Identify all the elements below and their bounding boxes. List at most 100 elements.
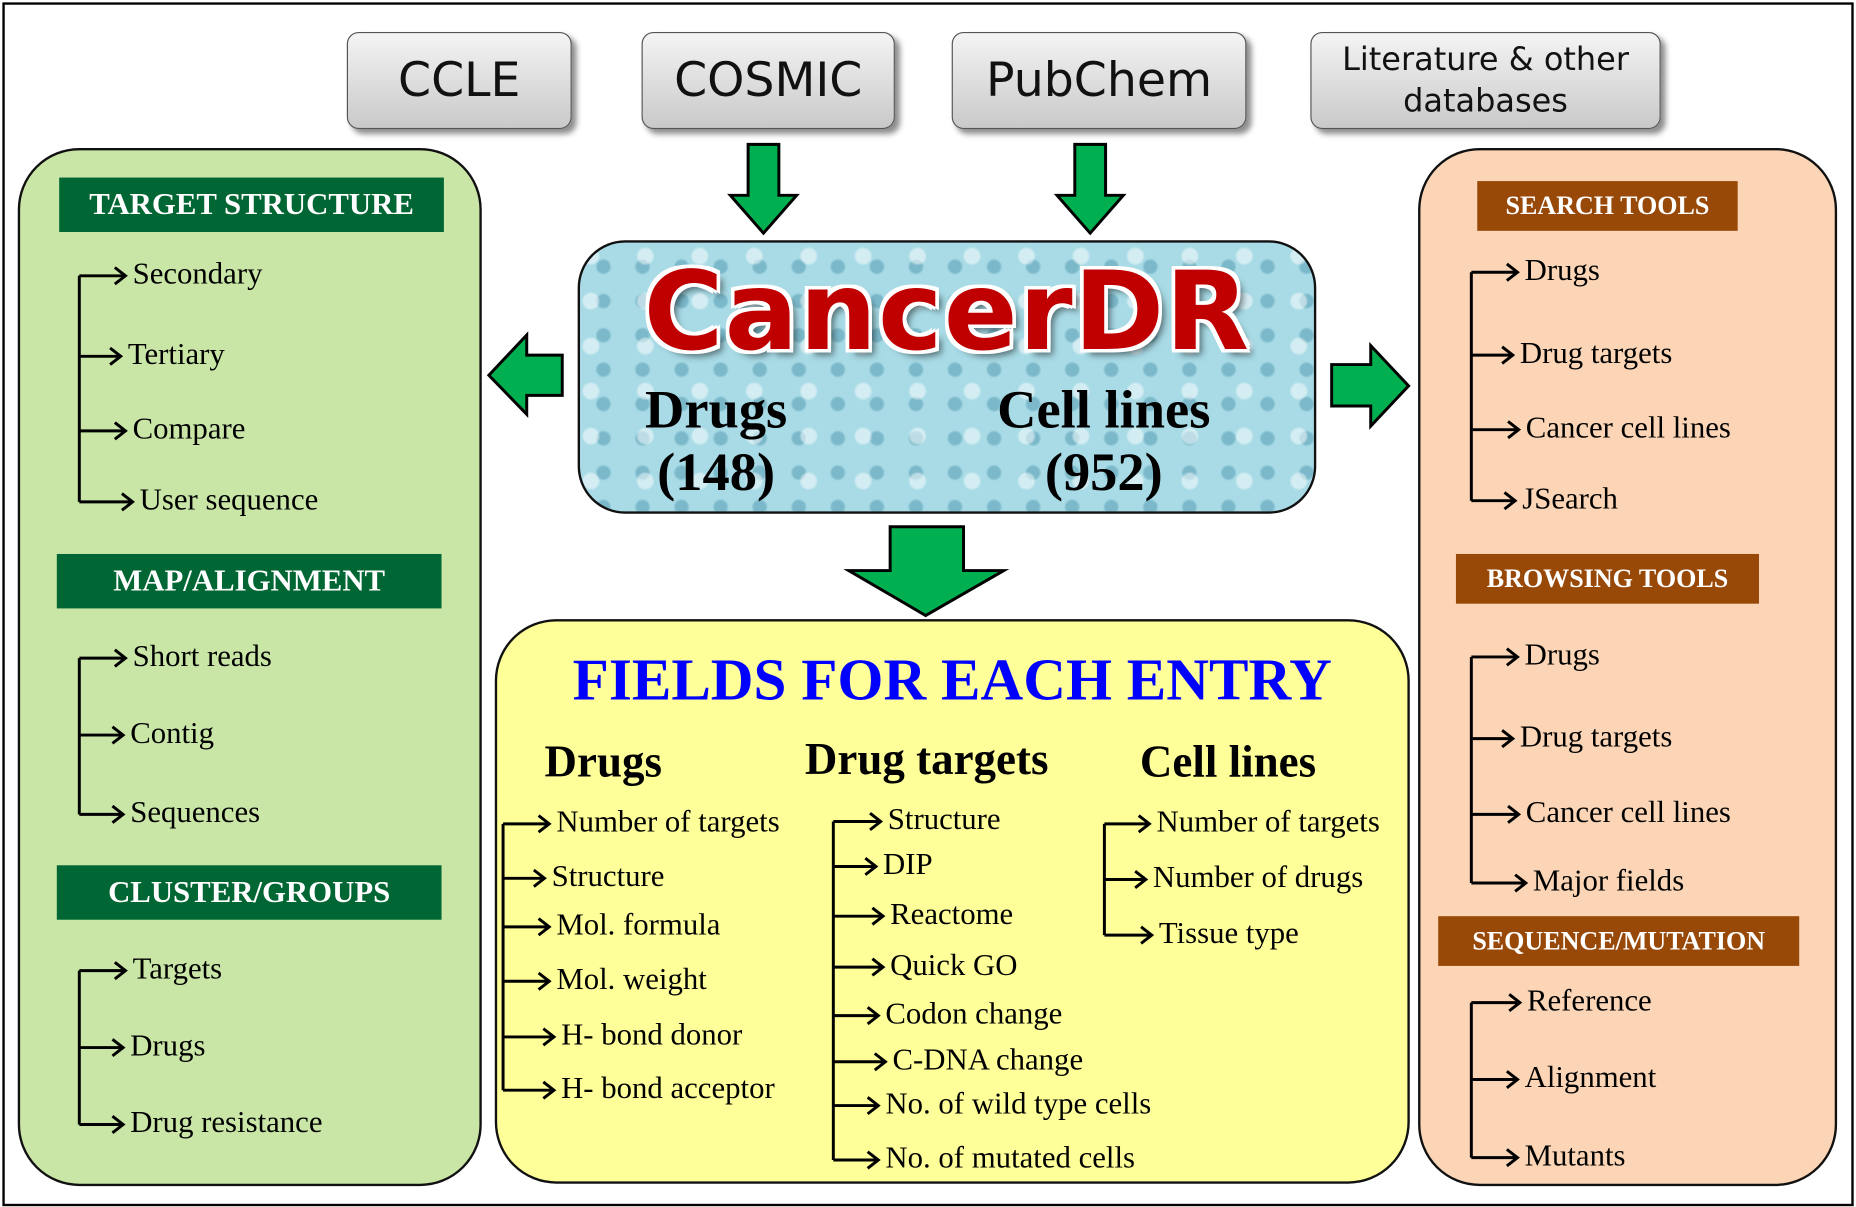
arrow-down-cosmic	[727, 142, 800, 236]
source-ccle: CCLE	[346, 31, 572, 130]
target-structure-item: User sequence	[139, 482, 319, 517]
drugs-item: Structure	[551, 858, 665, 894]
header-target-structure: TARGET STRUCTURE	[59, 177, 444, 233]
drugs-label: Drugs	[645, 378, 788, 440]
arrow-left	[486, 331, 564, 418]
target-structure-item: Tertiary	[127, 336, 225, 372]
arrow-icon	[1471, 873, 1529, 893]
arrow-icon	[503, 868, 547, 888]
drugs-count: (148)	[657, 441, 776, 502]
arrow-icon	[833, 857, 879, 876]
arrow-icon	[79, 492, 135, 512]
drugs-item: Mol. formula	[556, 907, 721, 942]
fields-panel	[494, 619, 1410, 1184]
arrow-icon	[833, 1150, 881, 1170]
browsing-tools-item: Drug targets	[1519, 719, 1673, 754]
arrow-icon	[1471, 420, 1522, 440]
arrow-icon	[833, 1096, 881, 1116]
target-structure-item: Compare	[132, 411, 246, 446]
drug-targets-item: No. of mutated cells	[885, 1140, 1135, 1175]
cells-stat: Cell lines(952)	[971, 379, 1237, 504]
arrow-icon	[1104, 870, 1149, 889]
cell-lines-item: Number of targets	[1156, 804, 1380, 839]
arrow-icon	[79, 961, 128, 981]
drug-targets-item: Reactome	[890, 896, 1014, 931]
search-tools-item: Drug targets	[1519, 335, 1673, 370]
arrow-icon	[833, 1052, 888, 1072]
source-pubchem: PubChem	[951, 31, 1247, 130]
source-literature: Literature & other databases	[1310, 31, 1661, 130]
arrow-icon	[79, 421, 128, 441]
arrow-icon	[503, 814, 552, 834]
arrow-icon	[503, 1027, 557, 1047]
arrow-down-fields	[843, 525, 1010, 618]
arrow-icon	[79, 346, 124, 366]
col-drugs-title: Drugs	[544, 737, 662, 788]
sequence-mutation-item: Alignment	[1524, 1060, 1657, 1095]
drug-targets-item: C-DNA change	[892, 1042, 1084, 1077]
source-cosmic: COSMIC	[641, 31, 895, 130]
arrow-icon	[833, 906, 886, 926]
browsing-tools-item: Major fields	[1532, 863, 1685, 898]
cell-lines-item: Tissue type	[1158, 915, 1299, 950]
drug-targets-item: Structure	[887, 801, 1001, 837]
col-targets-title: Drug targets	[804, 735, 1049, 785]
arrow-icon	[1104, 814, 1152, 834]
drug-targets-item: No. of wild type cells	[885, 1086, 1152, 1121]
arrow-icon	[503, 1080, 557, 1100]
sequence-mutation-item: Reference	[1526, 983, 1652, 1018]
arrow-icon	[1471, 804, 1522, 824]
arrow-icon	[79, 1038, 126, 1058]
arrow-icon	[79, 725, 126, 745]
browsing-tools-item: Drugs	[1524, 637, 1600, 672]
arrow-icon	[1471, 993, 1523, 1013]
map-alignment-item: Contig	[130, 715, 215, 750]
browsing-tools-item: Cancer cell lines	[1525, 794, 1731, 830]
arrow-icon	[79, 1115, 126, 1134]
cancerdr-box	[577, 240, 1317, 514]
arrow-icon	[1471, 491, 1518, 511]
drug-targets-item: DIP	[883, 846, 933, 882]
drugs-item: H- bond donor	[561, 1017, 743, 1052]
arrow-icon	[1471, 1070, 1520, 1089]
cells-count: (952)	[1044, 441, 1163, 502]
right-panel	[1418, 147, 1838, 1187]
header-search-tools: SEARCH TOOLS	[1477, 181, 1738, 231]
search-tools-item: Drugs	[1524, 252, 1600, 288]
cluster-groups-item: Drugs	[130, 1028, 206, 1063]
arrow-down-pubchem	[1053, 142, 1127, 236]
header-sequence-mutation: SEQUENCE/MUTATION	[1438, 916, 1800, 966]
arrow-icon	[833, 812, 884, 831]
header-browsing-tools: BROWSING TOOLS	[1455, 553, 1759, 604]
arrow-icon	[79, 266, 128, 286]
arrow-icon	[79, 804, 126, 824]
arrow-icon	[503, 971, 552, 991]
cluster-groups-item: Targets	[132, 951, 223, 986]
drugs-item: Mol. weight	[556, 961, 707, 997]
arrow-icon	[833, 957, 886, 977]
target-structure-item: Secondary	[132, 256, 263, 291]
fields-title: FIELDS FOR EACH ENTRY	[572, 646, 1332, 713]
arrow-icon	[1471, 647, 1520, 667]
search-tools-item: Cancer cell lines	[1525, 410, 1731, 445]
cluster-groups-item: Drug resistance	[130, 1104, 323, 1140]
header-map-alignment: MAP/ALIGNMENT	[56, 553, 442, 609]
left-panel	[17, 147, 482, 1187]
drugs-item: H- bond acceptor	[561, 1070, 775, 1105]
col-cells-title: Cell lines	[1139, 737, 1317, 788]
cell-lines-item: Number of drugs	[1152, 859, 1364, 895]
drugs-stat: Drugs(148)	[616, 379, 817, 504]
drug-targets-item: Quick GO	[890, 947, 1018, 982]
drugs-item: Number of targets	[556, 804, 780, 839]
arrow-icon	[1471, 1148, 1520, 1168]
map-alignment-item: Sequences	[130, 794, 261, 830]
arrow-icon	[1471, 262, 1520, 282]
header-cluster-groups: CLUSTER/GROUPS	[56, 865, 442, 920]
cells-label: Cell lines	[997, 378, 1211, 440]
arrow-icon	[79, 648, 128, 668]
arrow-icon	[1471, 345, 1516, 365]
cancerdr-title: CancerDR	[643, 248, 1251, 376]
